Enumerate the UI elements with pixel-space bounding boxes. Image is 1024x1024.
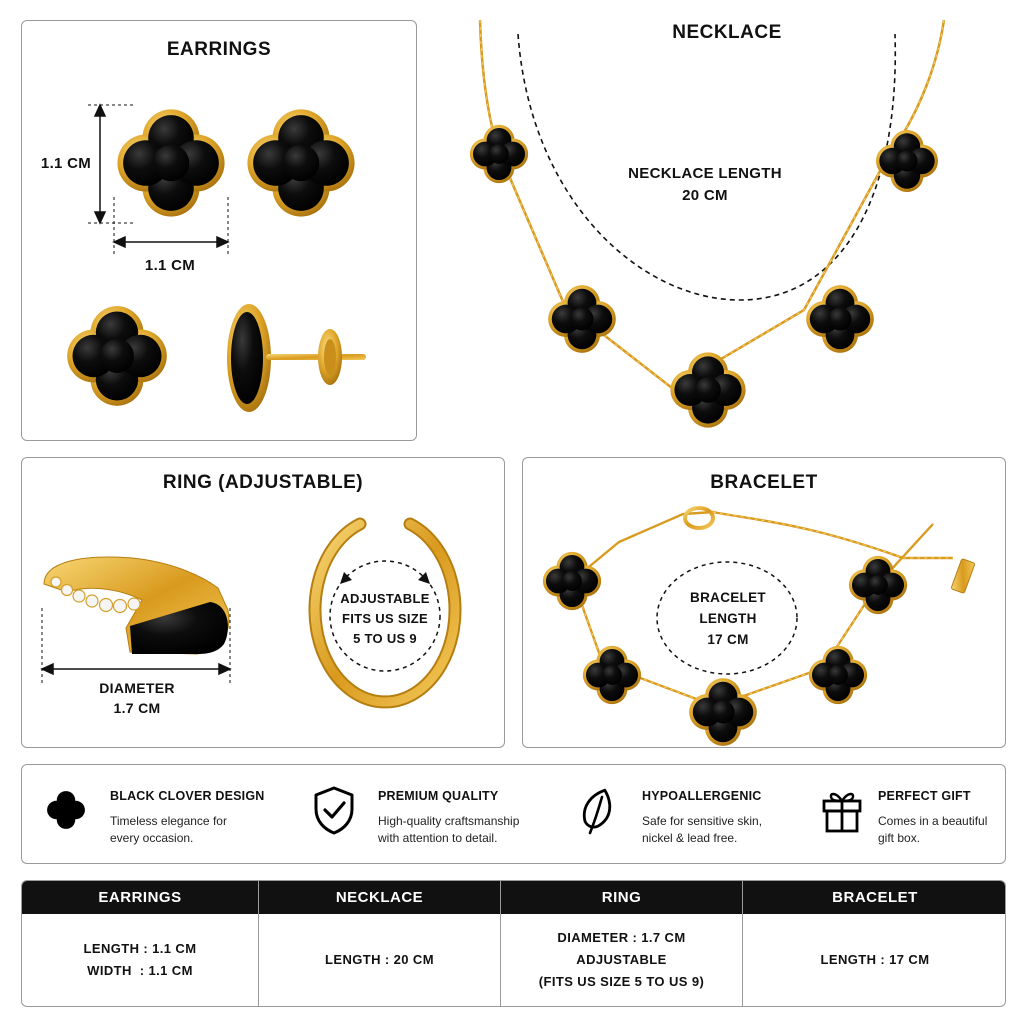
necklace-length-line2: 20 CM: [682, 186, 728, 204]
spec-col-necklace: NECKLACE LENGTH : 20 CM: [258, 881, 500, 1006]
necklace-length-label: NECKLACE LENGTH 20 CM: [610, 163, 800, 207]
feature-perfect-gift: PERFECT GIFT Comes in a beautiful gift b…: [800, 765, 1004, 863]
spec-line: WIDTH : 1.1 CM: [87, 963, 193, 978]
spec-col-bracelet: BRACELET LENGTH : 17 CM: [742, 881, 1005, 1006]
spec-table-header: [22, 881, 1005, 914]
spec-header-bracelet: BRACELET: [832, 889, 918, 906]
spec-col-earrings: EARRINGS LENGTH : 1.1 CM WIDTH : 1.1 CM: [22, 881, 258, 1006]
feature-desc-line2: every occasion.: [110, 830, 194, 845]
spec-cell-ring: DIAMETER : 1.7 CM ADJUSTABLE (FITS US SI…: [501, 914, 742, 1006]
bracelet-clover-4: [808, 645, 868, 705]
spec-line: (FITS US SIZE 5 TO US 9): [538, 974, 705, 990]
necklace-length-line1: NECKLACE LENGTH: [628, 165, 782, 182]
ring-panel: RING (ADJUSTABLE): [21, 457, 505, 748]
necklace-clover-5: [875, 129, 939, 193]
necklace-clover-3: [670, 352, 746, 428]
ring-illustration: [40, 517, 462, 709]
ring-adjust-line3: 5 TO US 9: [353, 631, 417, 647]
feature-hypoallergenic: HYPOALLERGENIC Safe for sensitive skin, …: [554, 765, 794, 863]
bracelet-length-label: BRACELET LENGTH 17 CM: [673, 588, 783, 651]
feature-desc: Safe for sensitive skin, nickel & lead f…: [642, 813, 762, 847]
feature-desc-line2: with attention to detail.: [378, 830, 498, 845]
spec-cell-bracelet: LENGTH : 17 CM: [743, 914, 1005, 1006]
bracelet-clover-2: [582, 645, 642, 705]
ring-side-view: [43, 556, 230, 655]
ring-diameter-line1: DIAMETER: [99, 680, 175, 696]
necklace-panel: NECKLACE NECKLACE LENGTH 20 CM: [440, 0, 1024, 445]
spec-line: LENGTH : 17 CM: [820, 951, 930, 967]
ring-adjust-label: ADJUSTABLE FITS US SIZE 5 TO US 9: [325, 589, 445, 649]
bracelet-length-line1: BRACELET: [690, 590, 766, 605]
necklace-clover-1: [469, 124, 529, 184]
necklace-clover-4: [806, 285, 874, 353]
spec-table: EARRINGS LENGTH : 1.1 CM WIDTH : 1.1 CM …: [21, 880, 1006, 1007]
ring-diameter-label: DIAMETER 1.7 CM: [82, 678, 192, 719]
spec-line: DIAMETER : 1.7 CM: [557, 929, 686, 945]
feature-title: PERFECT GIFT: [878, 789, 971, 803]
feature-desc-line2: nickel & lead free.: [642, 830, 738, 845]
spec-header-earrings: EARRINGS: [98, 889, 182, 906]
ring-top-view: [308, 517, 462, 709]
leaf-icon: [582, 788, 612, 835]
necklace-illustration: [469, 19, 946, 428]
earring-height-label: 1.1 CM: [40, 155, 92, 172]
features-strip: BLACK CLOVER DESIGN Timeless elegance fo…: [21, 764, 1006, 864]
bracelet-title: BRACELET: [710, 472, 818, 493]
feature-desc-line1: Timeless elegance for: [110, 814, 227, 828]
spec-cell-earrings: LENGTH : 1.1 CM WIDTH : 1.1 CM: [22, 914, 258, 1006]
bracelet-illustration: [542, 506, 975, 746]
feature-desc-line1: Safe for sensitive skin,: [642, 814, 763, 828]
feature-clover-design: BLACK CLOVER DESIGN Timeless elegance fo…: [22, 765, 286, 863]
feature-desc-line1: High-quality craftsmanship: [378, 814, 520, 828]
earrings-title: EARRINGS: [166, 39, 272, 60]
earrings-panel: EARRINGS 1.1 CM 1.1 CM: [21, 20, 417, 441]
gift-icon: [822, 792, 862, 833]
ring-diameter-line2: 1.7 CM: [113, 700, 161, 717]
feature-title: PREMIUM QUALITY: [378, 789, 499, 803]
feature-premium-quality: PREMIUM QUALITY High-quality craftsmansh…: [290, 765, 554, 863]
bracelet-clover-5: [848, 555, 908, 615]
feature-desc-line2: gift box.: [878, 830, 921, 845]
feature-desc: Timeless elegance for every occasion.: [110, 813, 227, 847]
earring-clover-angled: [247, 109, 355, 217]
earring-clover-front: [117, 109, 225, 217]
spec-col-ring: RING DIAMETER : 1.7 CM ADJUSTABLE (FITS …: [500, 881, 742, 1006]
bracelet-panel: BRACELET BRACELET LENGTH 17 CM: [522, 457, 1006, 748]
earring-width-label: 1.1 CM: [144, 257, 196, 274]
feature-desc: High-quality craftsmanship with attentio…: [378, 813, 519, 847]
feature-title: BLACK CLOVER DESIGN: [110, 789, 265, 803]
necklace-clover-2: [548, 285, 616, 353]
necklace-title: NECKLACE: [672, 22, 782, 43]
earring-clover-small: [67, 306, 167, 406]
spec-cell-necklace: LENGTH : 20 CM: [259, 914, 500, 1006]
feature-desc-line1: Comes in a beautiful: [878, 814, 988, 828]
shield-check-icon: [314, 786, 354, 835]
spec-line: ADJUSTABLE: [576, 951, 667, 967]
earring-side-view: [227, 304, 366, 412]
feature-desc: Comes in a beautiful gift box.: [878, 813, 987, 847]
spec-header-necklace: NECKLACE: [335, 889, 424, 906]
feature-title: HYPOALLERGENIC: [642, 789, 762, 803]
earrings-illustration: [67, 103, 366, 412]
bracelet-length-line2: LENGTH: [699, 610, 757, 626]
spec-line: LENGTH : 1.1 CM: [83, 940, 197, 956]
clover-icon: [47, 791, 85, 829]
spec-line: LENGTH : 20 CM: [325, 951, 434, 967]
bracelet-clover-3: [689, 678, 757, 746]
bracelet-clover-1: [542, 551, 602, 611]
spec-header-ring: RING: [601, 889, 642, 906]
ring-adjust-line1: ADJUSTABLE: [340, 591, 430, 606]
ring-adjust-line2: FITS US SIZE: [342, 611, 428, 627]
ring-title: RING (ADJUSTABLE): [162, 472, 364, 493]
bracelet-length-line3: 17 CM: [707, 631, 749, 647]
